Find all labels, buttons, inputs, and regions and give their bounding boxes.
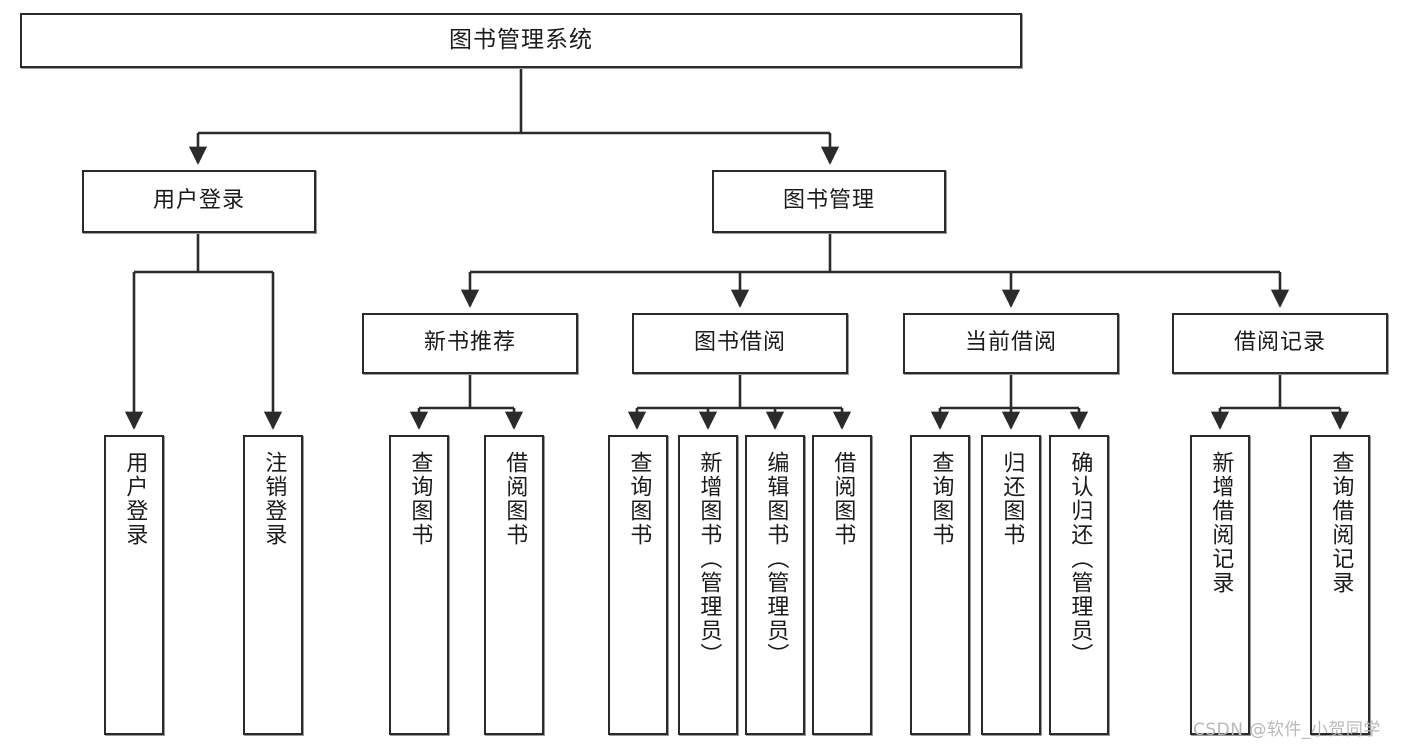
node-label: 查询图书 [407, 451, 433, 547]
leaf-current-query-book[interactable]: 查询图书 [910, 435, 970, 735]
node-label: 查询借阅记录 [1328, 451, 1354, 595]
leaf-user-login-signout[interactable]: 注销登录 [243, 435, 303, 735]
leaf-record-query-record[interactable]: 查询借阅记录 [1310, 435, 1370, 735]
node-label: 新增图书（管理员） [696, 451, 722, 667]
node-label: 编辑图书（管理员） [763, 451, 789, 667]
node-label: 借阅记录 [1233, 330, 1326, 356]
node-label: 新增借阅记录 [1208, 451, 1234, 595]
leaf-user-login-signin[interactable]: 用户登录 [104, 435, 164, 735]
node-borrow-record[interactable]: 借阅记录 [1172, 313, 1388, 374]
leaf-borrow-edit-book-admin[interactable]: 编辑图书（管理员） [745, 435, 805, 735]
node-label: 图书借阅 [693, 330, 786, 356]
node-new-book-recommend[interactable]: 新书推荐 [362, 313, 578, 374]
node-label: 图书管理 [782, 188, 875, 214]
leaf-borrow-borrow-book[interactable]: 借阅图书 [812, 435, 872, 735]
node-label: 图书管理系统 [449, 26, 593, 53]
node-label: 归还图书 [999, 451, 1025, 547]
node-label: 用户登录 [122, 451, 148, 547]
leaf-current-confirm-return-admin[interactable]: 确认归还（管理员） [1049, 435, 1109, 735]
leaf-current-return-book[interactable]: 归还图书 [981, 435, 1041, 735]
node-label: 查询图书 [626, 451, 652, 547]
leaf-recommend-borrow-book[interactable]: 借阅图书 [484, 435, 544, 735]
node-current-borrow[interactable]: 当前借阅 [903, 313, 1119, 374]
node-label: 确认归还（管理员） [1067, 451, 1093, 667]
leaf-record-add-record[interactable]: 新增借阅记录 [1190, 435, 1250, 735]
node-user-login[interactable]: 用户登录 [82, 170, 316, 233]
node-book-management[interactable]: 图书管理 [712, 170, 946, 233]
node-label: 用户登录 [152, 188, 245, 214]
leaf-borrow-query-book[interactable]: 查询图书 [608, 435, 668, 735]
csdn-watermark: CSDN @软件_小贺同学 [1193, 720, 1381, 740]
node-label: 注销登录 [261, 451, 287, 547]
node-label: 查询图书 [928, 451, 954, 547]
leaf-borrow-add-book-admin[interactable]: 新增图书（管理员） [678, 435, 738, 735]
node-label: 借阅图书 [502, 451, 528, 547]
node-label: 当前借阅 [964, 330, 1057, 356]
node-label: 借阅图书 [830, 451, 856, 547]
leaf-recommend-query-book[interactable]: 查询图书 [389, 435, 449, 735]
node-book-borrow[interactable]: 图书借阅 [632, 313, 848, 374]
node-label: 新书推荐 [423, 330, 516, 356]
node-root-system[interactable]: 图书管理系统 [20, 13, 1022, 68]
